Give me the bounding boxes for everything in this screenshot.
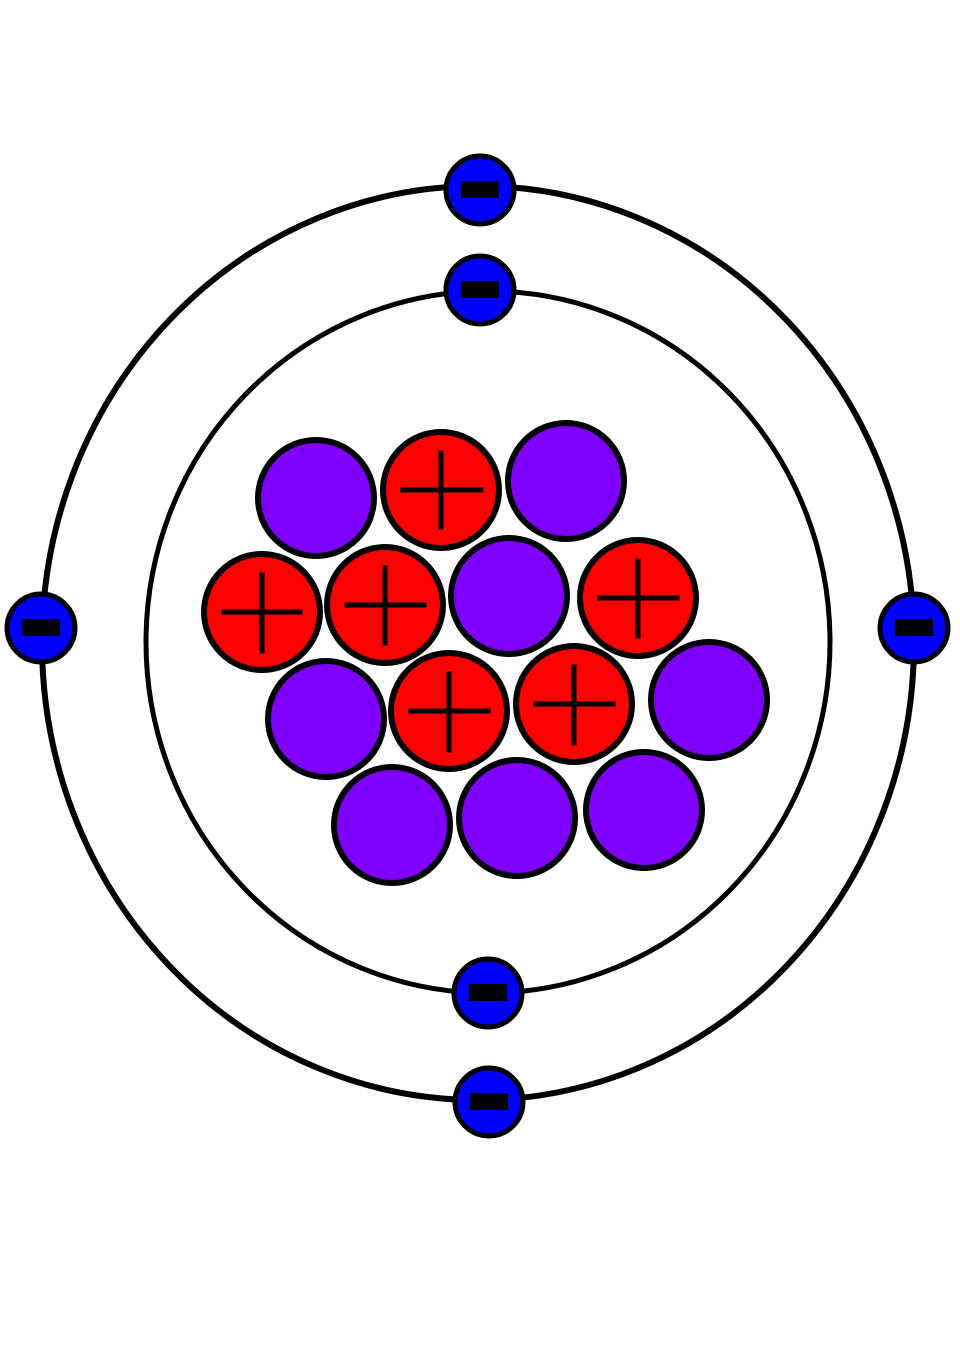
minus-sign	[469, 984, 507, 1001]
neutron	[456, 757, 578, 879]
neutron	[505, 420, 627, 542]
proton	[388, 650, 510, 772]
electron-outer-right	[877, 591, 951, 665]
plus-sign	[400, 450, 484, 530]
minus-sign	[461, 281, 499, 298]
electron-outer-bottom	[452, 1065, 526, 1139]
minus-sign	[22, 619, 60, 636]
plus-sign	[408, 671, 491, 753]
minus-sign	[895, 619, 933, 636]
proton	[577, 537, 699, 659]
proton	[324, 544, 446, 666]
electron-inner-top	[443, 253, 517, 327]
minus-sign	[470, 1093, 508, 1110]
neutron	[255, 437, 377, 559]
electrons	[4, 153, 951, 1139]
electron-outer-left	[4, 591, 78, 665]
electron-outer-top	[443, 153, 517, 227]
plus-sign	[533, 664, 616, 746]
plus-sign	[221, 572, 303, 654]
proton	[380, 429, 502, 551]
nucleus	[201, 420, 770, 886]
neutron	[648, 639, 770, 761]
electron-inner-bottom	[451, 956, 525, 1030]
neutron	[583, 749, 705, 871]
plus-sign	[344, 565, 427, 646]
neutron	[331, 764, 453, 886]
proton	[513, 643, 635, 765]
neutron	[265, 658, 387, 780]
minus-sign	[461, 181, 499, 198]
proton	[201, 551, 323, 673]
neutron	[448, 535, 570, 657]
plus-sign	[597, 558, 680, 639]
